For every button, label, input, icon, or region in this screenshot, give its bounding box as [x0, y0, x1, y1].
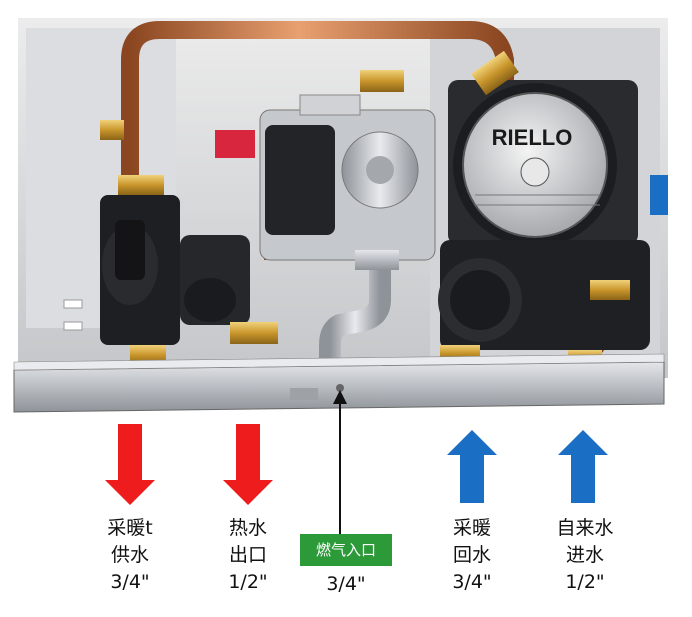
- heating-supply-line2: 供水: [110, 544, 149, 566]
- heating-return-arrow: [447, 430, 497, 503]
- heating-supply-label: 采暖t 供水 3/4": [92, 515, 168, 596]
- cold-water-in-line2: 进水: [565, 544, 604, 566]
- heating-return-line1: 采暖: [452, 517, 491, 539]
- hot-water-out-size: 1/2": [228, 571, 268, 593]
- heating-return-label: 采暖 回水 3/4": [434, 515, 510, 596]
- gas-pointer: [333, 390, 347, 534]
- gas-inlet-size-wrap: 3/4": [300, 571, 392, 598]
- gas-inlet-size: 3/4": [326, 573, 366, 595]
- cold-water-in-size: 1/2": [565, 571, 605, 593]
- heating-supply-size: 3/4": [110, 571, 150, 593]
- bottom-tray: [13, 353, 665, 413]
- hot-water-out-label: 热水 出口 1/2": [210, 515, 286, 596]
- right-valve-assembly: [438, 240, 650, 364]
- heating-return-line2: 回水: [452, 544, 491, 566]
- left-valve-assembly: [100, 120, 278, 365]
- circulation-pump: RIELLO: [448, 50, 668, 247]
- hot-water-out-arrow: [223, 424, 273, 505]
- heating-return-size: 3/4": [452, 571, 492, 593]
- heating-supply-arrow: [105, 424, 155, 505]
- gas-inlet-label: 燃气入口: [300, 534, 392, 566]
- pump-brand-text: RIELLO: [492, 125, 573, 150]
- cold-water-in-line1: 自来水: [556, 517, 614, 539]
- heating-supply-line1: 采暖t: [107, 517, 153, 539]
- cold-water-in-label: 自来水 进水 1/2": [543, 515, 627, 596]
- gas-pipe: [319, 239, 391, 376]
- gas-valve: [215, 70, 436, 270]
- hot-water-out-line2: 出口: [228, 544, 267, 566]
- hot-water-out-line1: 热水: [228, 517, 267, 539]
- cold-water-in-arrow: [558, 430, 608, 503]
